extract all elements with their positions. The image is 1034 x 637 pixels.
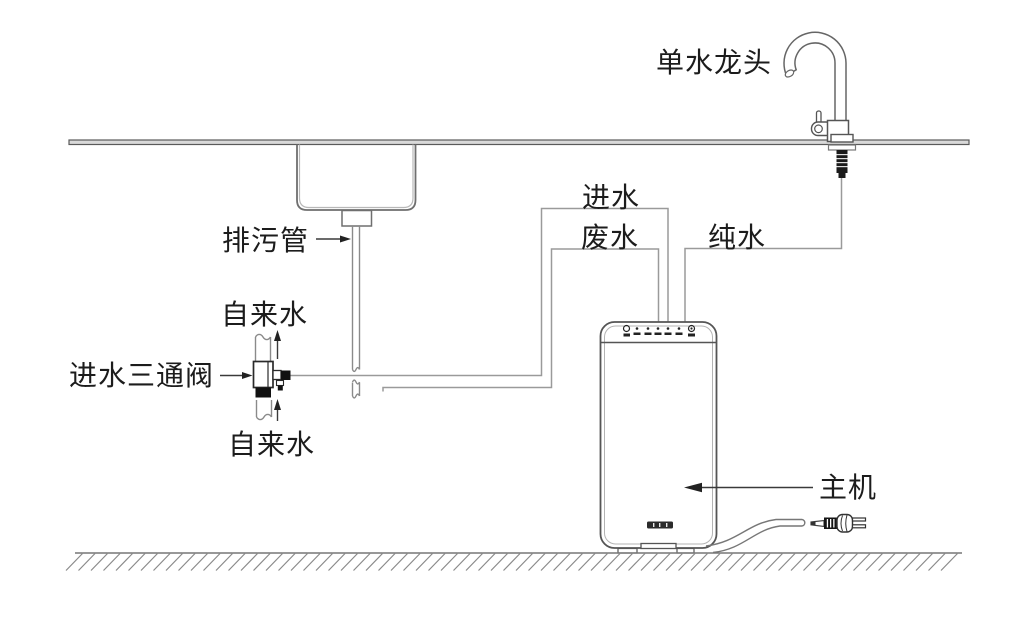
valve-side-fitting: [281, 370, 291, 380]
pipe-runs: [290, 177, 843, 392]
three-way-valve: [252, 330, 291, 421]
flow-up-arrow-top: [274, 330, 281, 359]
faucet-base: [830, 133, 854, 143]
control-panel-icons: [622, 324, 696, 337]
valve-bottom-cap: [255, 387, 271, 398]
base-recess: [640, 542, 677, 550]
flow-up-arrow-bottom: [274, 399, 281, 421]
inlet-pipe: [290, 207, 669, 377]
inlet-water-label: 进水: [582, 182, 641, 213]
drain-label-arrow: [316, 235, 351, 243]
valve-label: 进水三通阀: [69, 360, 215, 391]
brand-logo: [647, 521, 673, 529]
faucet-label: 单水龙头: [656, 47, 773, 78]
faucet-threaded-shank: [836, 150, 848, 178]
pure-pipe: [684, 177, 843, 323]
ground: [65, 552, 962, 571]
tap-stub-bottom: [255, 400, 273, 421]
tap-stub-top: [254, 333, 272, 361]
faucet-spout-tip: [784, 69, 795, 78]
plug-prong-bottom: [851, 524, 867, 529]
drain-pipe: [351, 226, 361, 399]
plug-body: [836, 513, 854, 533]
waste-water-label: 废水: [581, 222, 640, 253]
filter-indicator-icons: [633, 327, 683, 335]
status-icon: [687, 324, 696, 337]
main-unit: [599, 321, 718, 554]
tap-water-top-label: 自来水: [221, 299, 309, 330]
power-cord: [705, 518, 806, 554]
plug-prong-top: [851, 517, 867, 522]
drain-fitting: [341, 209, 373, 227]
power-icon: [622, 324, 631, 337]
main-unit-label-arrow: [684, 482, 813, 493]
faucet: [783, 31, 857, 178]
tap-water-bottom-label: 自来水: [228, 429, 316, 460]
drain-pipe-label: 排污管: [222, 225, 310, 256]
main-unit-label: 主机: [819, 472, 878, 503]
waste-pipe: [382, 248, 660, 392]
power-plug: [810, 513, 867, 533]
valve-body: [252, 360, 274, 389]
countertop: [68, 139, 970, 146]
valve-label-arrow: [220, 372, 253, 379]
sink: [296, 144, 417, 227]
leader-arrows: [220, 235, 813, 493]
pure-water-label: 纯水: [708, 222, 767, 253]
faucet-mounting-flange: [827, 144, 857, 151]
ground-hatching: [65, 552, 959, 571]
valve-side-outlet: [272, 369, 282, 381]
